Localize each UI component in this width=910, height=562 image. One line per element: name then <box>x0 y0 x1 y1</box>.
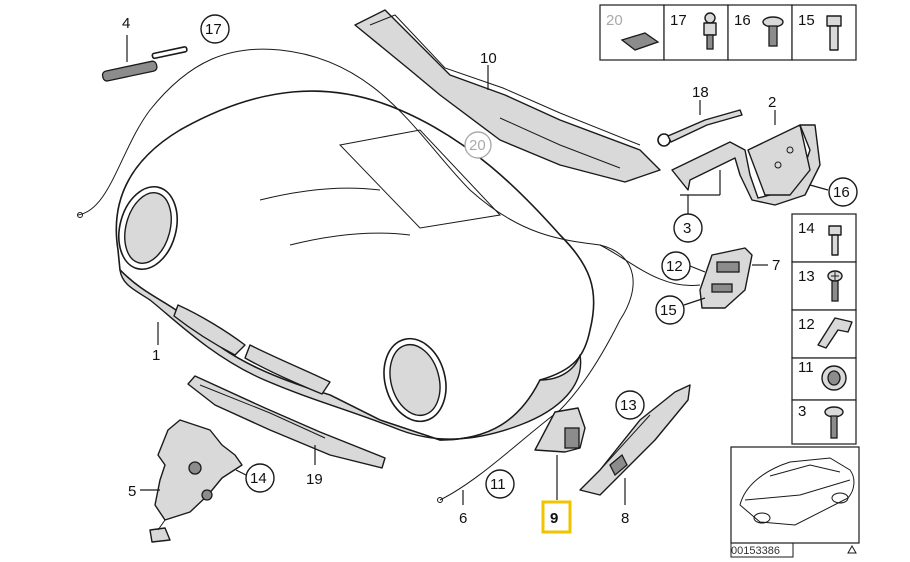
side-legend-11: 11 <box>798 359 814 376</box>
callout-20-hood-text: 20 <box>469 137 486 154</box>
callout-11 <box>485 469 515 499</box>
clip-icon <box>817 317 853 349</box>
label-gas-strut: 4 <box>122 15 130 32</box>
label-hood: 1 <box>152 347 160 364</box>
callout-11-text: 11 <box>490 476 506 493</box>
callout-14-lock <box>245 463 275 493</box>
label-cable-18: 18 <box>692 84 709 101</box>
legend-16-num: 16 <box>734 12 751 29</box>
vehicle-thumbnail <box>730 446 860 544</box>
callout-13 <box>615 390 645 420</box>
cable-end-left <box>77 212 83 218</box>
callout-13-text: 13 <box>620 397 637 414</box>
part-9 <box>534 407 586 453</box>
callout-17-top-text: 17 <box>205 21 222 38</box>
part-9-highlight <box>541 500 572 534</box>
hex-bolt-icon <box>828 225 842 256</box>
side-legend-3: 3 <box>798 403 806 420</box>
top-legend: 20 17 16 15 <box>599 4 857 61</box>
side-legend-14: 14 <box>798 220 815 237</box>
callout-15 <box>655 295 685 325</box>
callout-16-bracket <box>828 177 858 207</box>
washer-screw-icon <box>762 16 784 47</box>
callout-15-text: 15 <box>660 302 677 319</box>
callout-16-bracket-text: 16 <box>833 184 850 201</box>
side-legend-13: 13 <box>798 268 815 285</box>
side-legend-12: 12 <box>798 316 815 333</box>
diagram-code: 00153386 <box>731 545 780 557</box>
diagram-code-box <box>730 542 794 558</box>
washer-screw-icon <box>824 406 844 439</box>
legend-15-num: 15 <box>798 12 815 29</box>
pad-icon <box>620 32 660 51</box>
hex-bolt-icon <box>826 15 842 51</box>
label-part-9: 9 <box>550 510 558 527</box>
watermark-icon <box>847 544 857 554</box>
callout-20-hood <box>464 131 492 159</box>
leader-15 <box>683 297 706 306</box>
label-seal-10: 10 <box>480 50 497 67</box>
legend-20-num: 20 <box>606 12 623 29</box>
label-handle-7: 7 <box>772 257 780 274</box>
cross-screw-icon <box>827 270 843 302</box>
bracket-part <box>671 124 821 206</box>
legend-17-num: 17 <box>670 12 687 29</box>
leader-14 <box>235 469 247 476</box>
callout-12-text: 12 <box>666 258 683 275</box>
callout-14-lock-text: 14 <box>250 470 267 487</box>
cable-branch <box>599 244 701 287</box>
cable-18-part <box>657 109 743 147</box>
release-handle-part <box>699 247 753 309</box>
bowden-cable-line <box>77 48 634 501</box>
callout-3-bracket <box>673 213 703 243</box>
label-lock-5: 5 <box>128 483 136 500</box>
label-trim-8: 8 <box>621 510 629 527</box>
callout-3-bracket-text: 3 <box>683 220 691 237</box>
leader-16 <box>809 184 829 191</box>
trim-8-part <box>579 384 691 496</box>
callout-17-top <box>200 14 230 44</box>
leader-12 <box>689 265 706 273</box>
cable-end-bottom <box>437 497 443 503</box>
expanding-nut-icon <box>703 12 717 50</box>
gas-strut-part <box>101 46 188 82</box>
seal-19-part <box>187 375 386 469</box>
label-seal-19: 19 <box>306 471 323 488</box>
seal-10-part <box>354 9 661 183</box>
hood-part <box>115 90 595 441</box>
label-bracket-2: 2 <box>768 94 776 111</box>
side-legend: 14 13 12 11 3 <box>791 213 857 445</box>
grommet-icon <box>821 365 847 391</box>
hood-lock-part <box>149 419 243 543</box>
label-cable-6: 6 <box>459 510 467 527</box>
